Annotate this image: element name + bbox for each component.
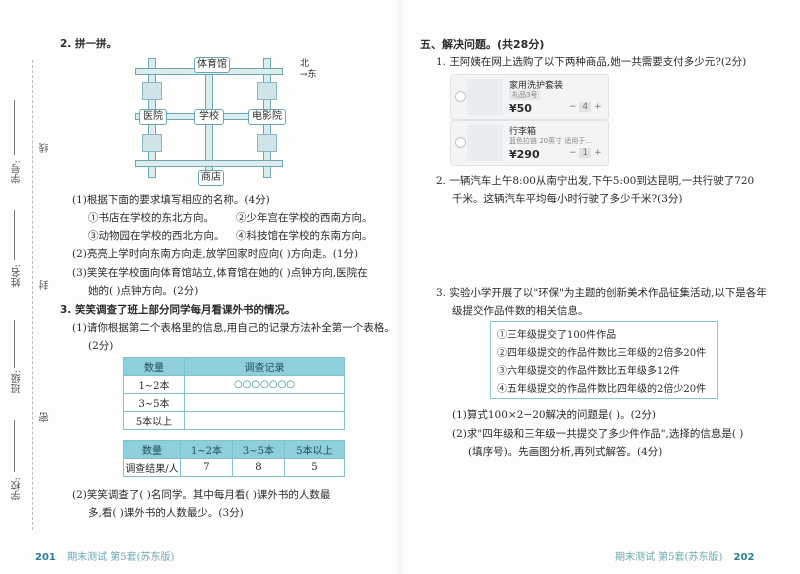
q3-2a: (2)笑笑调查了( )名同学。其中每月看( )课外书的人数最 (72, 489, 331, 501)
t2-header-1: 1~2本 (180, 440, 233, 459)
map-xuexiao: 学校 (194, 109, 224, 125)
footer-left: 201 期末测试 第5套(苏东版) (35, 548, 174, 563)
info-line-1: ①三年级提交了100件作品 (497, 330, 617, 341)
t1-row2-label: 3~5本 (123, 393, 185, 412)
q2-2: (2)亮亮上学时向东南方向走,放学回家时应向( )方向走。(1分) (72, 248, 359, 260)
compass-east: →东 (300, 70, 317, 80)
product-price: ¥50 (509, 102, 532, 115)
side-label-banji: 班级: (12, 370, 23, 394)
select-radio[interactable] (455, 91, 466, 102)
product-name: 行李箱 (509, 127, 537, 137)
info-line-3: ③六年级提交的作品件数比五年级多12件 (497, 366, 680, 377)
product-spec: 礼品3号 (509, 90, 541, 100)
field-xuexiao[interactable] (14, 420, 15, 472)
q2-1d: ④科技馆在学校的东南方向。 (236, 230, 373, 242)
q2-1a: ①书店在学校的东北方向。 (88, 212, 214, 224)
field-xingming[interactable] (14, 210, 15, 260)
product-thumbnail (467, 125, 503, 161)
road-south (135, 160, 283, 167)
product-price: ¥290 (509, 148, 540, 161)
r-q3-2a: (2)求"四年级和三年级一共提交了多少件作品",选择的信息是( ) (452, 428, 744, 440)
side-label-xuexiao: 学校: (12, 477, 23, 501)
qty-plus-button[interactable]: + (594, 148, 602, 158)
qty-value: 4 (579, 102, 592, 112)
page-number-left: 201 (35, 552, 56, 563)
t2-header-2: 3~5本 (231, 440, 285, 459)
r-q2b: 千米。这辆汽车平均每小时行驶了多少千米?(3分) (452, 193, 683, 205)
field-banji[interactable] (14, 320, 15, 368)
map-yiyuan: 医院 (139, 109, 167, 125)
qty-minus-button[interactable]: − (569, 148, 577, 158)
t1-row1-label: 1~2本 (123, 375, 185, 394)
q3-title: 3. 笑笑调查了班上部分同学每月看课外书的情况。 (60, 304, 296, 316)
q3-1a: (1)请你根据第二个表格里的信息,用自己的记录方法补全第一个表格。 (72, 322, 395, 334)
product-card-1[interactable]: 家用洗护套装 礼品3号 ¥50 − 4 + (450, 74, 609, 120)
t2-header-qty: 数量 (123, 440, 181, 459)
t2-value-2: 8 (231, 458, 285, 477)
info-line-2: ②四年级提交的作品件数比三年级的2倍多20件 (497, 348, 707, 359)
map-dianyingyuan: 电影院 (248, 109, 286, 125)
t2-row-label: 调查结果/人 (123, 458, 181, 477)
product-spec: 蓝色拉链 20英寸 适用于... (509, 137, 593, 145)
q3-2b: 多,看( )课外书的人数最少。(3分) (88, 507, 244, 519)
record-table: 数量 调查记录 1~2本 ○○○○○○○ 3~5本 5本以上 (123, 357, 345, 430)
qty-plus-button[interactable]: + (594, 102, 602, 112)
result-table: 数量 1~2本 3~5本 5本以上 调查结果/人 7 8 5 (123, 440, 346, 477)
qty-minus-button[interactable]: − (569, 102, 577, 112)
t1-row3-record[interactable] (184, 411, 345, 430)
t2-header-3: 5本以上 (283, 440, 346, 459)
r-q3-1: (1)算式100×2−20解决的问题是( )。(2分) (452, 409, 656, 421)
empty-block (257, 134, 277, 152)
q2-1c: ③动物园在学校的西北方向。 (88, 230, 225, 242)
t1-row3-label: 5本以上 (123, 411, 185, 430)
t1-row1-record: ○○○○○○○ (184, 375, 345, 394)
t1-header-qty: 数量 (123, 357, 185, 376)
footer-right: 期末测试 第5套(苏东版) 202 (615, 548, 754, 563)
product-name: 家用洗护套装 (509, 81, 564, 91)
select-radio[interactable] (455, 137, 466, 148)
section-title: 五、解决问题。(共28分) (420, 38, 545, 51)
map-shangdian: 商店 (198, 170, 224, 186)
t1-header-record: 调查记录 (184, 357, 345, 376)
empty-block (257, 82, 277, 100)
footer-right-text: 期末测试 第5套(苏东版) (615, 552, 723, 563)
side-label-xingming: 姓名: (12, 264, 23, 288)
side-label-xian: 线 (40, 143, 51, 153)
product-card-2[interactable]: 行李箱 蓝色拉链 20英寸 适用于... ¥290 − 1 + (450, 120, 609, 166)
qty-stepper[interactable]: − 1 + (569, 148, 602, 158)
compass-north: 北 (300, 59, 310, 69)
info-box: ①三年级提交了100件作品 ②四年级提交的作品件数比三年级的2倍多20件 ③六年… (490, 321, 718, 399)
field-xuehao[interactable] (14, 100, 15, 155)
binding-line (32, 60, 33, 530)
r-q1: 1. 王阿姨在网上选购了以下两种商品,她一共需要支付多少元?(2分) (436, 56, 747, 68)
page-number-right: 202 (733, 552, 755, 563)
q2-1b: ②少年宫在学校的西南方向。 (236, 212, 373, 224)
page-fold (398, 0, 402, 574)
product-thumbnail (467, 79, 503, 115)
r-q3-2b: (填序号)。先画图分析,再列式解答。(4分) (468, 446, 663, 458)
r-q3a: 3. 实验小学开展了以"环保"为主题的创新美术作品征集活动,以下是各年 (436, 287, 767, 299)
footer-left-text: 期末测试 第5套(苏东版) (67, 552, 175, 563)
map-tiyuguan: 体育馆 (194, 57, 230, 73)
r-q2a: 2. 一辆汽车上午8:00从南宁出发,下午5:00到达昆明,一共行驶了720 (436, 175, 755, 187)
q3-1b: (2分) (88, 340, 114, 352)
t1-row2-record[interactable] (184, 393, 345, 412)
q2-1: (1)根据下面的要求填写相应的名称。(4分) (72, 194, 270, 206)
q2-3b: 她的( )点钟方向。(2分) (88, 285, 199, 297)
t2-value-1: 7 (180, 458, 233, 477)
t2-value-3: 5 (283, 458, 346, 477)
qty-value: 1 (579, 148, 592, 158)
info-line-4: ④五年级提交的作品件数比四年级的2倍少20件 (497, 384, 707, 395)
side-label-xuehao: 学号: (12, 160, 23, 184)
empty-block (142, 82, 162, 100)
side-label-mi: 密 (40, 412, 51, 422)
q2-title: 2. 拼一拼。 (60, 38, 117, 50)
side-label-feng: 封 (40, 280, 51, 290)
r-q3b: 级提交作品件数的相关信息。 (452, 305, 589, 317)
q2-3a: (3)笑笑在学校面向体育馆站立,体育馆在她的( )点钟方向,医院在 (72, 267, 368, 279)
qty-stepper[interactable]: − 4 + (569, 102, 602, 112)
empty-block (142, 134, 162, 152)
